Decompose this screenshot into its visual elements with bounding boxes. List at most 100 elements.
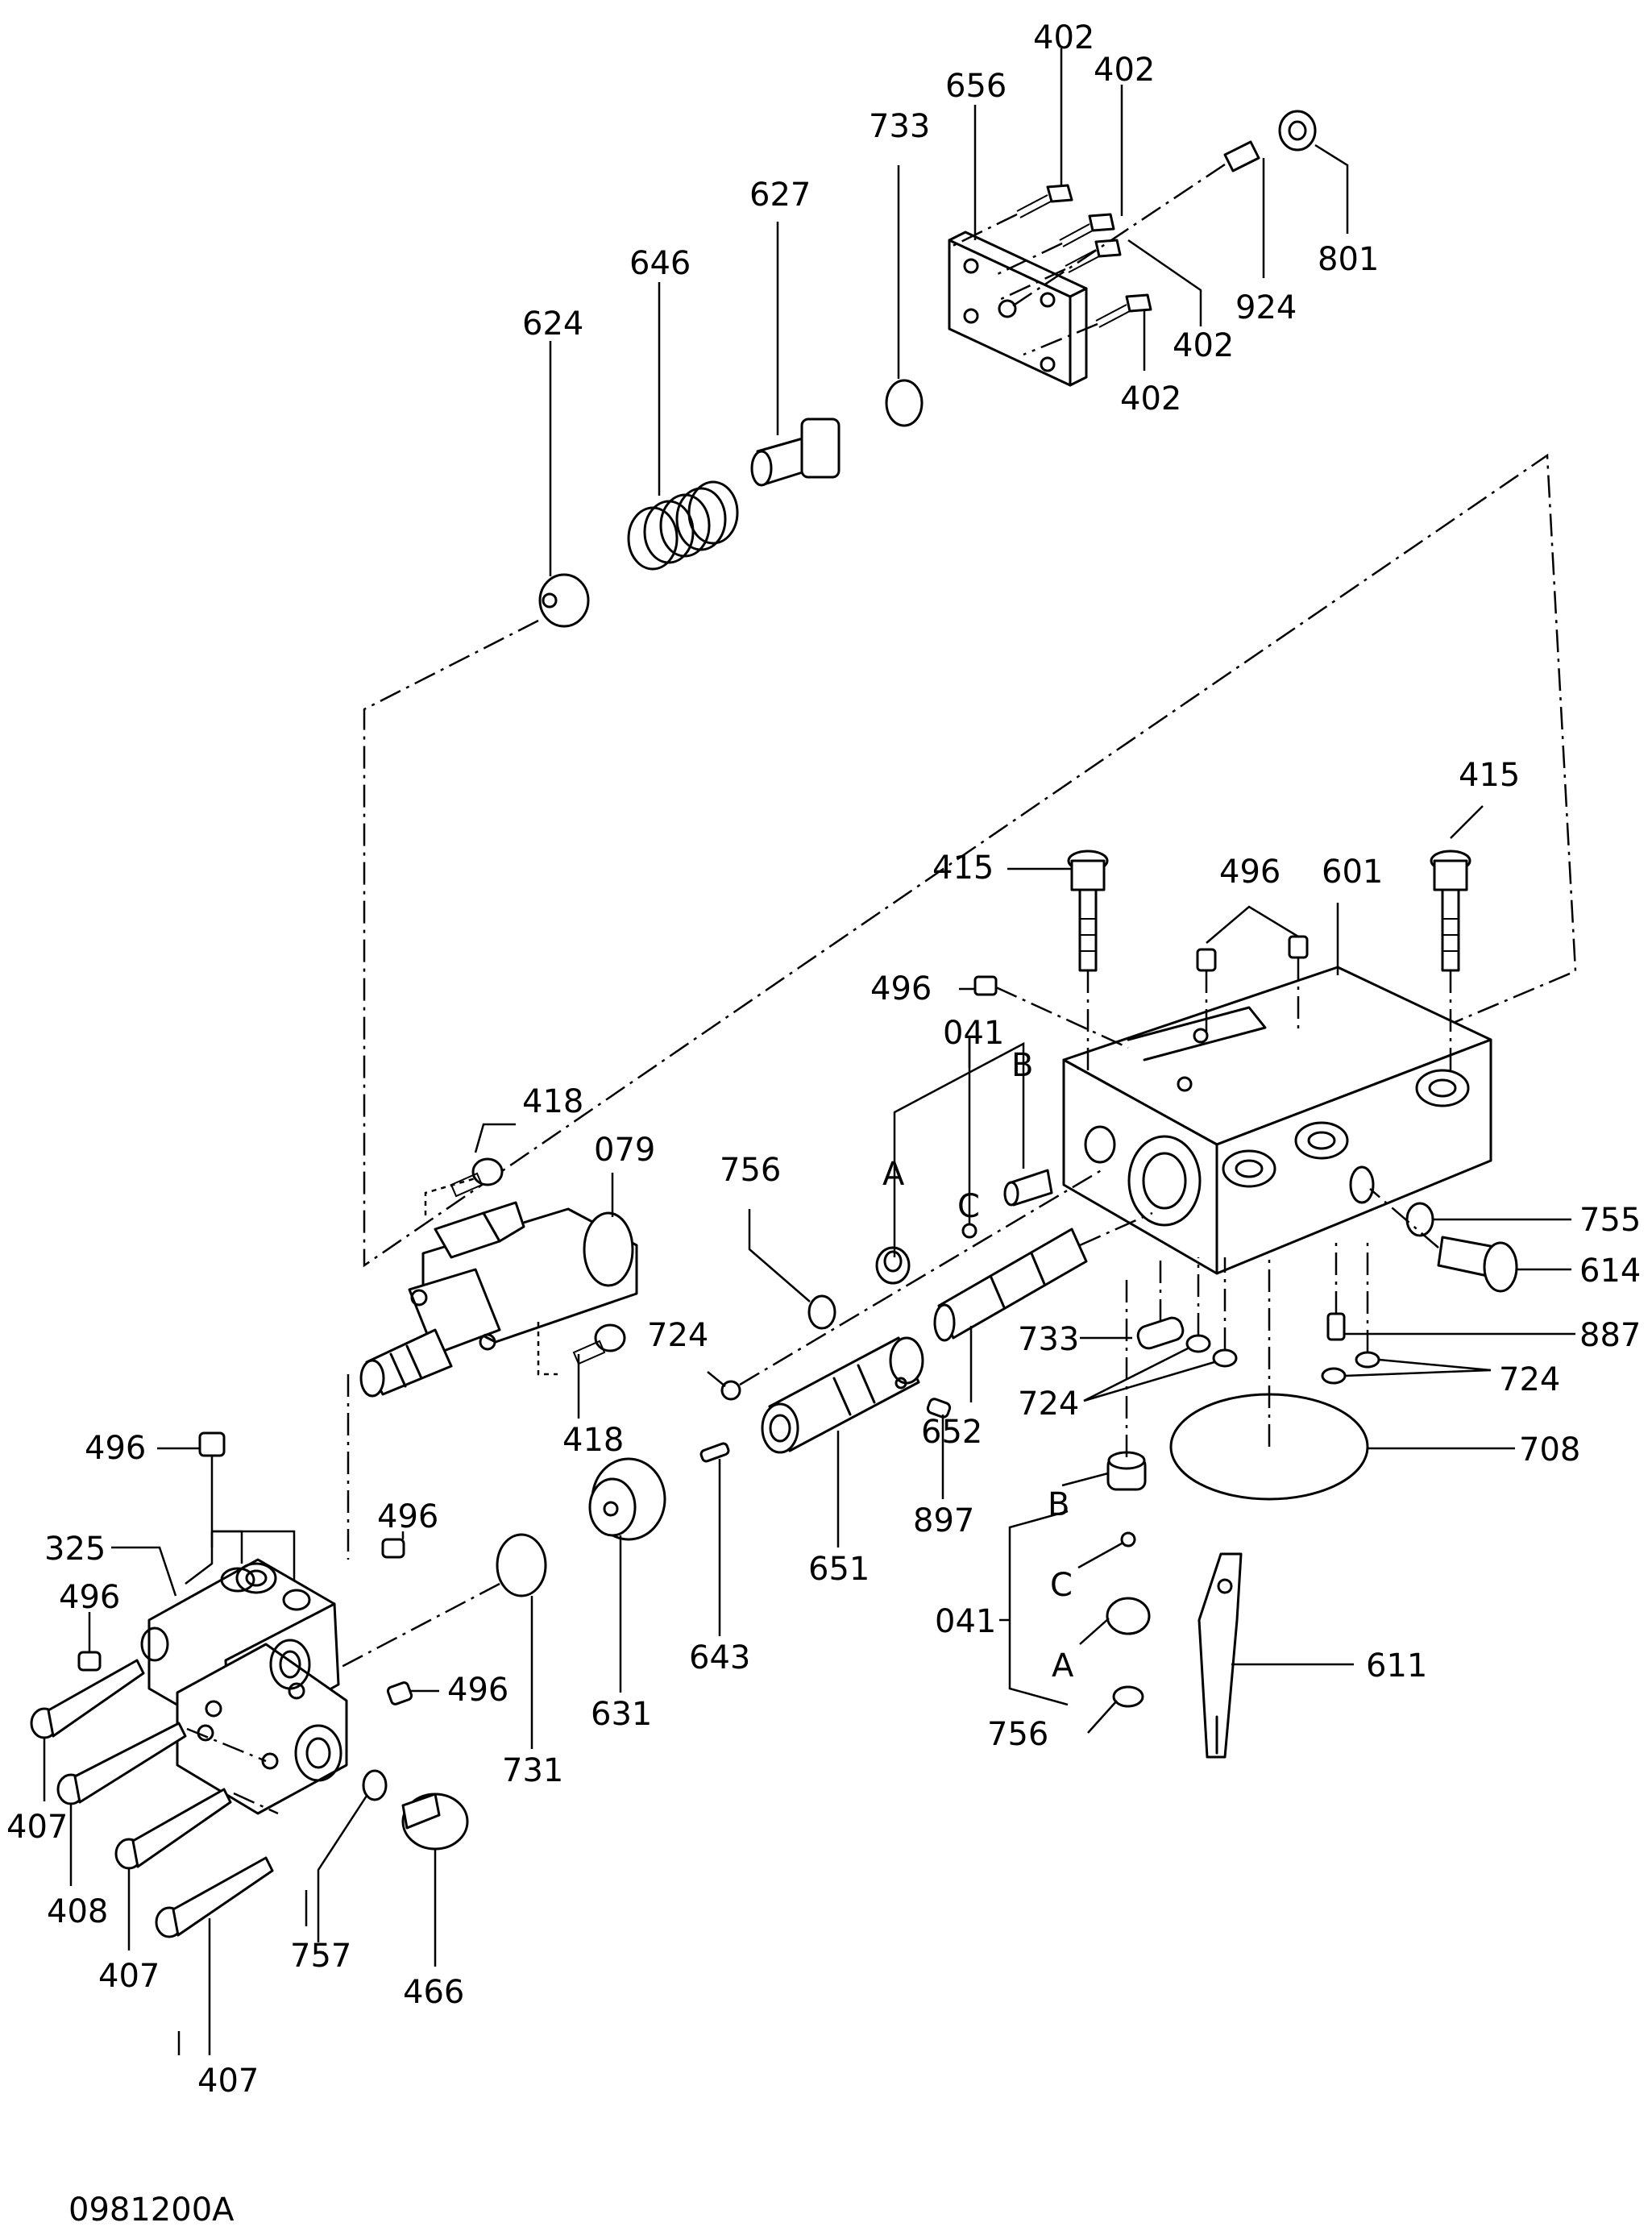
label-652: 652 (921, 1414, 982, 1451)
pin-041-C-low (1120, 1531, 1136, 1547)
valve-body-325 (140, 1558, 348, 1815)
label-643: 643 (689, 1639, 750, 1676)
o-ring-708 (1169, 1257, 1369, 1501)
piston-627 (750, 418, 841, 487)
seat-624 (538, 573, 590, 628)
label-756-mid: 756 (720, 1152, 781, 1189)
assembly-alignment-line (363, 453, 1577, 1268)
label-407-a: 407 (6, 1809, 68, 1846)
o-ring-733-mid (1136, 1257, 1185, 1350)
adapter-631 (588, 1457, 666, 1541)
label-731: 731 (502, 1752, 563, 1789)
label-325: 325 (44, 1531, 106, 1568)
label-631: 631 (591, 1696, 652, 1733)
label-C-mid: C (957, 1188, 980, 1225)
label-496-c: 496 (59, 1579, 120, 1616)
label-897: 897 (913, 1502, 974, 1539)
spring-646 (627, 480, 739, 571)
nut-801 (1278, 110, 1317, 152)
label-724-mid: 724 (1018, 1385, 1079, 1423)
pin-887 (1326, 1241, 1346, 1341)
label-C-low: C (1050, 1567, 1073, 1604)
plug-614 (1369, 1188, 1518, 1293)
label-496-b: 496 (377, 1498, 438, 1535)
spool-652 (933, 1211, 1153, 1342)
label-924: 924 (1235, 289, 1297, 326)
screw-418-top (450, 1157, 504, 1198)
label-466: 466 (403, 1974, 464, 2011)
label-408: 408 (47, 1893, 108, 1930)
label-A-mid: A (882, 1156, 905, 1193)
pin-897 (926, 1398, 952, 1419)
label-656: 656 (945, 68, 1007, 105)
plugs-496-body (77, 1431, 413, 1705)
pin-041-B (1003, 1169, 1053, 1207)
label-496-a: 496 (85, 1430, 146, 1467)
body-601 (1062, 966, 1492, 1275)
label-402-c: 402 (1173, 327, 1234, 364)
label-651: 651 (808, 1551, 870, 1588)
label-646: 646 (629, 245, 691, 282)
bolt-415-right (1430, 850, 1471, 1072)
label-724-left: 724 (647, 1317, 708, 1354)
o-ring-756-low (1112, 1685, 1144, 1708)
label-407-b: 407 (98, 1958, 160, 1995)
label-B-mid: B (1011, 1047, 1033, 1084)
label-B-low: B (1048, 1486, 1069, 1523)
label-601: 601 (1322, 854, 1383, 891)
o-ring-724-left (720, 1167, 1105, 1401)
label-756-low: 756 (987, 1716, 1048, 1753)
label-402-b: 402 (1094, 52, 1155, 89)
bolt-415-left (1067, 850, 1109, 1072)
label-733-mid: 733 (1018, 1321, 1079, 1358)
o-rings-724-mid (1185, 1257, 1238, 1368)
o-ring-756-mid (807, 1294, 836, 1330)
pin-643 (699, 1442, 730, 1463)
label-A-low: A (1052, 1647, 1074, 1685)
label-407-c: 407 (197, 2063, 259, 2100)
label-496-mid: 496 (870, 970, 932, 1007)
o-rings-724-right (1321, 1237, 1380, 1385)
plug-466 (401, 1793, 469, 1851)
solenoid-079 (359, 1177, 638, 1398)
label-415-left: 415 (932, 850, 994, 887)
o-ring-733-top (885, 379, 924, 427)
label-496-top: 496 (1219, 854, 1281, 891)
bolts-407-408 (30, 1659, 279, 1938)
label-041-low: 041 (935, 1603, 996, 1640)
label-755: 755 (1579, 1202, 1641, 1239)
label-801: 801 (1318, 241, 1379, 278)
sleeve-651 (761, 1336, 924, 1454)
screw-418-bot (572, 1323, 626, 1365)
label-611: 611 (1366, 1647, 1427, 1685)
label-757: 757 (290, 1938, 351, 1975)
lever-611 (1197, 1552, 1243, 1759)
leader-lines (43, 48, 1575, 2055)
label-887: 887 (1579, 1317, 1641, 1354)
label-402-a: 402 (1033, 19, 1094, 56)
pin-041-C (961, 1223, 978, 1239)
label-708: 708 (1519, 1431, 1580, 1469)
part-labels: 402 402 656 733 801 924 402 402 627 646 … (6, 19, 1641, 2100)
pin-041-A-low (1106, 1597, 1151, 1635)
label-041-mid: 041 (943, 1015, 1004, 1052)
label-724-right: 724 (1499, 1361, 1560, 1398)
cover-plate-656 (948, 231, 1088, 387)
label-614: 614 (1579, 1253, 1641, 1290)
set-screw-924 (1011, 140, 1260, 308)
label-415-right: 415 (1459, 757, 1520, 794)
o-ring-757 (362, 1769, 388, 1801)
label-079: 079 (594, 1132, 655, 1169)
o-ring-755 (1405, 1202, 1434, 1237)
label-624: 624 (522, 305, 583, 343)
label-402-d: 402 (1120, 380, 1181, 418)
label-733-top: 733 (869, 108, 930, 145)
label-418-top: 418 (522, 1083, 583, 1120)
label-496-d: 496 (447, 1672, 508, 1709)
drawing-id: 0981200A (68, 2191, 235, 2229)
pin-041-A (875, 1246, 911, 1285)
pin-041-B-low (1106, 1273, 1147, 1491)
label-627: 627 (749, 177, 811, 214)
label-418-bot: 418 (562, 1422, 624, 1459)
